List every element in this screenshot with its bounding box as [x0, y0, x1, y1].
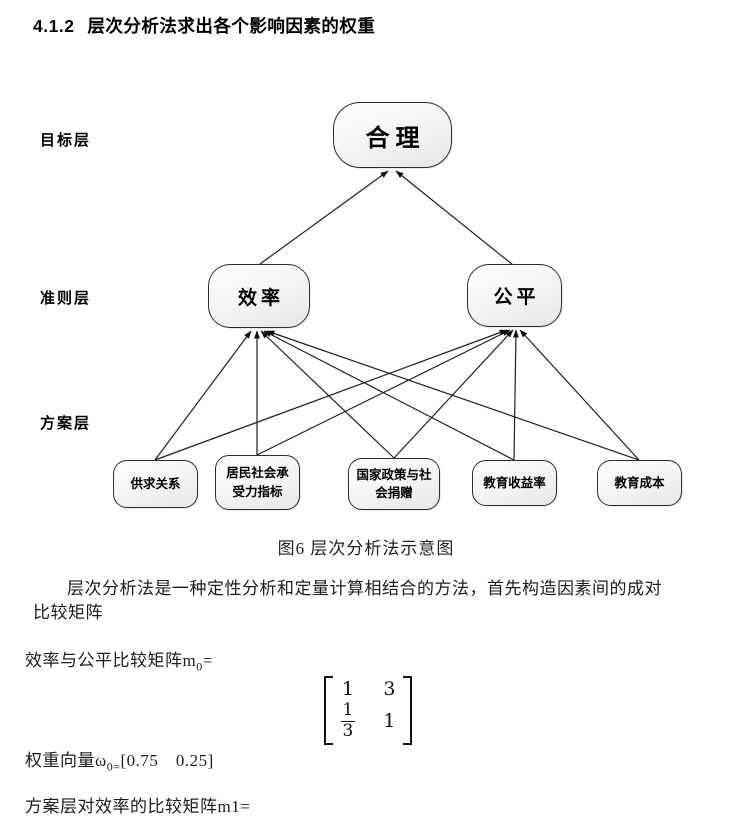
- matrix-m0-label-prefix: 效率与公平比较矩阵m: [25, 651, 197, 670]
- criteria-node-efficiency: 效率: [208, 264, 310, 328]
- matrix-m0-label-suffix: =: [202, 651, 213, 670]
- matrix-values: 1 3 1 3 1: [333, 676, 404, 745]
- paragraph-line-2: 比较矩阵: [33, 603, 103, 622]
- paragraph-line-1: 层次分析法是一种定性分析和定量计算相结合的方法，首先构造因素间的成对: [67, 579, 662, 598]
- matrix-m0-body: 1 3 1 3 1: [323, 676, 413, 745]
- matrix-cell-r2c1: 1 3: [340, 700, 356, 741]
- matrix-m1-label: 方案层对效率的比较矩阵m1=: [25, 797, 251, 816]
- weight-vector-values: [0.75 0.25]: [120, 751, 214, 770]
- section-number: 4.1.2: [33, 16, 75, 36]
- layer-label-goal: 目标层: [40, 133, 92, 149]
- matrix-m0-label-subscript: 0: [196, 659, 203, 674]
- criteria-node-fairness: 公平: [467, 264, 562, 327]
- weight-vector-prefix: 权重向量ω: [25, 751, 107, 770]
- scheme-node-resident-capacity: 居民社会承受力指标: [215, 455, 300, 510]
- matrix-cell-r2c2: 1: [383, 710, 396, 733]
- matrix-m0: 1 3 1 3 1: [0, 676, 732, 745]
- fraction-one-third: 1 3: [340, 700, 356, 741]
- scheme-node-education-cost: 教育成本: [597, 460, 682, 506]
- ahp-hierarchy-diagram: 目标层 准则层 方案层 合理 效率 公平 供求关系 居民社会承受力指标 国家政策…: [0, 85, 732, 530]
- weight-vector-line: 权重向量ω0=[0.75 0.25]: [25, 746, 214, 774]
- matrix-left-bracket: [323, 676, 333, 745]
- section-title: 层次分析法求出各个影响因素的权重: [87, 16, 376, 36]
- goal-node: 合理: [333, 102, 452, 168]
- scheme-node-education-return: 教育收益率: [472, 460, 557, 506]
- matrix-m0-label: 效率与公平比较矩阵m0=: [25, 646, 213, 674]
- matrix-right-bracket: [403, 676, 413, 745]
- layer-label-criteria: 准则层: [40, 291, 92, 307]
- fraction-denominator: 3: [342, 720, 354, 741]
- weight-vector-subscript: 0=: [106, 759, 121, 774]
- layer-label-scheme: 方案层: [40, 416, 92, 432]
- figure-caption: 图6 层次分析法示意图: [277, 539, 455, 558]
- section-heading: 4.1.2 层次分析法求出各个影响因素的权重: [33, 13, 375, 38]
- body-paragraph: 层次分析法是一种定性分析和定量计算相结合的方法，首先构造因素间的成对 比较矩阵: [33, 577, 699, 625]
- scheme-node-supply-demand: 供求关系: [113, 460, 198, 508]
- matrix-cell-r1c1: 1: [341, 678, 354, 700]
- matrix-cell-r1c2: 3: [383, 678, 396, 700]
- scheme-node-policy-donation: 国家政策与社会捐赠: [348, 458, 440, 510]
- diagram-connections: [154, 170, 640, 461]
- fraction-numerator: 1: [340, 700, 356, 722]
